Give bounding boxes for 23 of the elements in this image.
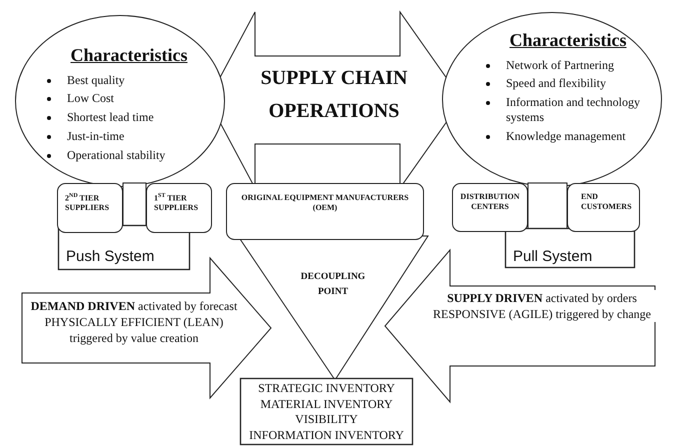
label: MATERIAL INVENTORY — [259, 396, 394, 412]
label: Pull System — [513, 248, 594, 266]
bullet-item: Just-in-time — [67, 129, 124, 144]
label: Push System — [66, 248, 156, 266]
label: INFORMATION INVENTORY — [248, 428, 405, 444]
label: DISTRIBUTION CENTERS — [459, 192, 521, 212]
bullet-item: Knowledge management — [506, 128, 626, 144]
label: STRATEGIC INVENTORY — [257, 381, 396, 397]
label: 1$^{ST}$ TIER SUPPLIERS — [154, 193, 200, 213]
bullet-item: Shortest lead time — [67, 110, 154, 125]
label: END CUSTOMERS — [581, 192, 633, 212]
bullet-item: Best quality — [67, 72, 125, 87]
heading: Characteristics — [508, 30, 628, 52]
label: DECOUPLING POINT — [300, 271, 366, 300]
bullet-item: Operational stability — [67, 148, 166, 163]
bullet-item: Speed and flexibility — [506, 76, 606, 91]
label: VISIBILITY — [294, 412, 359, 428]
label: ORIGINAL EQUIPMENT MANUFACTURERS (OEM) — [240, 193, 410, 212]
label: 2$^{ND}$ TIER SUPPLIERS — [65, 193, 110, 213]
bullet-item: Information and technology systems — [506, 95, 641, 124]
bullet-item: Network of Partnering — [506, 58, 614, 72]
heading: Characteristics — [70, 45, 188, 67]
bullet-item: Low Cost — [67, 91, 114, 106]
